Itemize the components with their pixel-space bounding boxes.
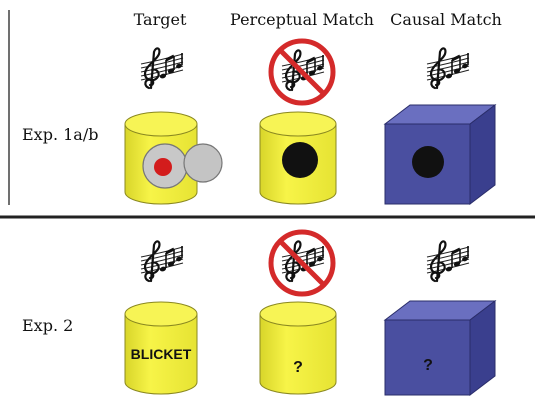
row-label-exp1: Exp. 1a/b bbox=[22, 125, 99, 144]
music-notes-icon bbox=[425, 46, 471, 90]
perceptual-cylinder-exp2: ? bbox=[259, 301, 337, 395]
target-cylinder-exp2: BLICKET bbox=[124, 301, 198, 395]
unknown-label-causal: ? bbox=[423, 357, 433, 374]
target-cylinder-exp1 bbox=[124, 111, 223, 205]
no-music-icon bbox=[271, 41, 333, 103]
black-hole bbox=[282, 142, 318, 178]
header-perceptual-match: Perceptual Match bbox=[230, 10, 374, 29]
perceptual-cylinder-exp1 bbox=[259, 111, 337, 205]
causal-cube-exp2: ? bbox=[383, 299, 497, 397]
blicket-label: BLICKET bbox=[131, 346, 192, 362]
no-music-icon bbox=[271, 232, 333, 294]
causal-cube-exp1 bbox=[383, 103, 497, 206]
music-notes-icon bbox=[425, 239, 471, 283]
black-hole bbox=[412, 146, 444, 178]
row-label-exp2: Exp. 2 bbox=[22, 316, 74, 335]
button-red-center bbox=[154, 158, 172, 176]
header-target: Target bbox=[133, 10, 187, 29]
music-notes-icon bbox=[139, 239, 185, 283]
unknown-label-perceptual: ? bbox=[293, 359, 303, 376]
music-notes-icon bbox=[139, 46, 185, 90]
button-gray-side bbox=[183, 143, 223, 183]
header-causal-match: Causal Match bbox=[390, 10, 502, 29]
